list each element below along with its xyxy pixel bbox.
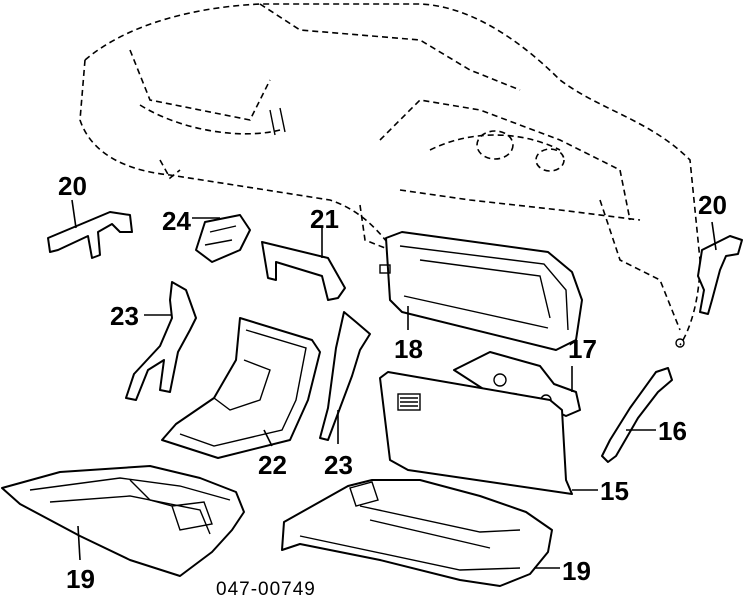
catalog-code: 047-00749: [216, 579, 316, 600]
label-part-23-left: 23: [110, 301, 139, 331]
part-23-right-brace: [319, 311, 371, 444]
part-22-support-bracket: [161, 317, 321, 459]
part-23-left-brace: [125, 281, 197, 401]
label-part-21: 21: [310, 204, 339, 234]
part-20-right-bracket: [697, 221, 743, 315]
part-19-left-under-panel: [1, 465, 245, 577]
part-20-left-bracket: [47, 199, 133, 259]
part-18-glovebox-housing: [379, 231, 583, 351]
label-part-20-left: 20: [58, 171, 87, 201]
label-part-22: 22: [258, 450, 287, 480]
label-part-23-right: 23: [324, 450, 353, 480]
label-part-19-left: 19: [66, 564, 95, 594]
part-16-strap: [601, 367, 673, 463]
part-19-right-under-panel: [281, 479, 560, 587]
label-part-17: 17: [568, 334, 597, 364]
part-15-glovebox-door: [379, 371, 598, 495]
part-24-clip: [192, 214, 251, 263]
part-21-bracket: [261, 228, 346, 301]
label-part-15: 15: [600, 476, 629, 506]
label-part-19-right: 19: [562, 556, 591, 586]
label-part-20-right: 20: [698, 190, 727, 220]
label-part-16: 16: [658, 416, 687, 446]
label-part-18: 18: [394, 334, 423, 364]
label-part-24: 24: [162, 206, 191, 236]
